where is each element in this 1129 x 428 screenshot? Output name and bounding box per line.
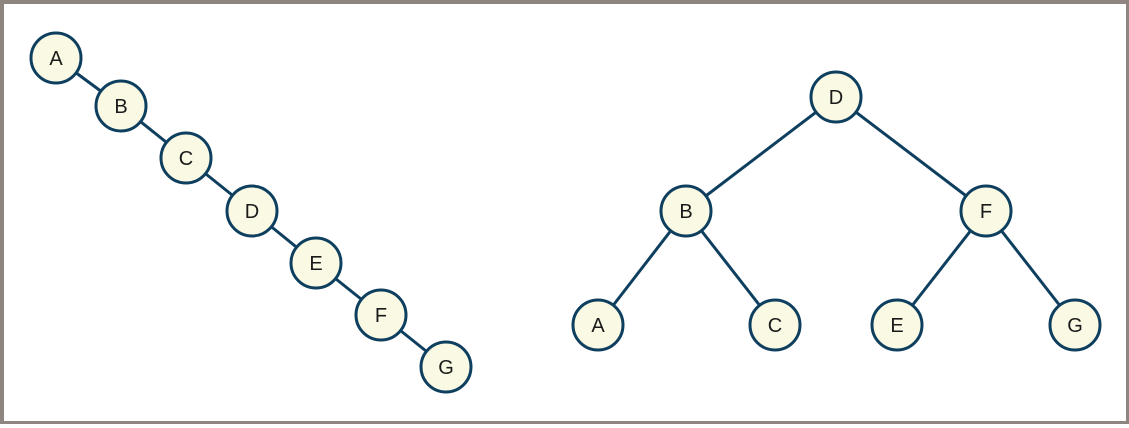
node-circle [289, 236, 343, 290]
node-label: B [114, 96, 127, 118]
node-C: C [159, 131, 213, 185]
node-A: A [29, 31, 83, 85]
node-circle [225, 184, 279, 238]
node-A: A [571, 298, 625, 352]
node-circle [94, 79, 148, 133]
node-circle [29, 31, 83, 85]
node-label: G [438, 357, 454, 379]
node-label: C [768, 315, 782, 337]
node-F: F [959, 184, 1013, 238]
node-circle [571, 298, 625, 352]
node-label: F [375, 305, 387, 327]
node-G: G [1048, 298, 1102, 352]
node-label: C [179, 148, 193, 170]
node-label: E [890, 315, 903, 337]
node-label: D [829, 87, 843, 109]
node-circle [809, 70, 863, 124]
node-G: G [419, 340, 473, 394]
node-E: E [289, 236, 343, 290]
node-label: D [245, 201, 259, 223]
node-circle [354, 288, 408, 342]
node-E: E [870, 298, 924, 352]
node-label: A [49, 48, 63, 70]
degenerate-tree: A B C D E F G [29, 31, 473, 394]
node-label: A [591, 315, 605, 337]
node-circle [159, 131, 213, 185]
node-D: D [809, 70, 863, 124]
node-F: F [354, 288, 408, 342]
node-circle [659, 184, 713, 238]
edge-D-F [835, 95, 987, 213]
node-circle [1048, 298, 1102, 352]
node-B: B [659, 184, 713, 238]
node-label: B [679, 201, 692, 223]
node-circle [870, 298, 924, 352]
node-label: G [1067, 315, 1083, 337]
node-label: E [309, 253, 322, 275]
node-C: C [748, 298, 802, 352]
tree-diagram: A B C D E F G D B F A C E G [29, 31, 1102, 394]
edge-D-B [685, 95, 837, 213]
node-label: F [980, 201, 992, 223]
node-circle [419, 340, 473, 394]
node-B: B [94, 79, 148, 133]
node-D: D [225, 184, 279, 238]
node-circle [959, 184, 1013, 238]
balanced-tree: D B F A C E G [571, 70, 1102, 352]
node-circle [748, 298, 802, 352]
